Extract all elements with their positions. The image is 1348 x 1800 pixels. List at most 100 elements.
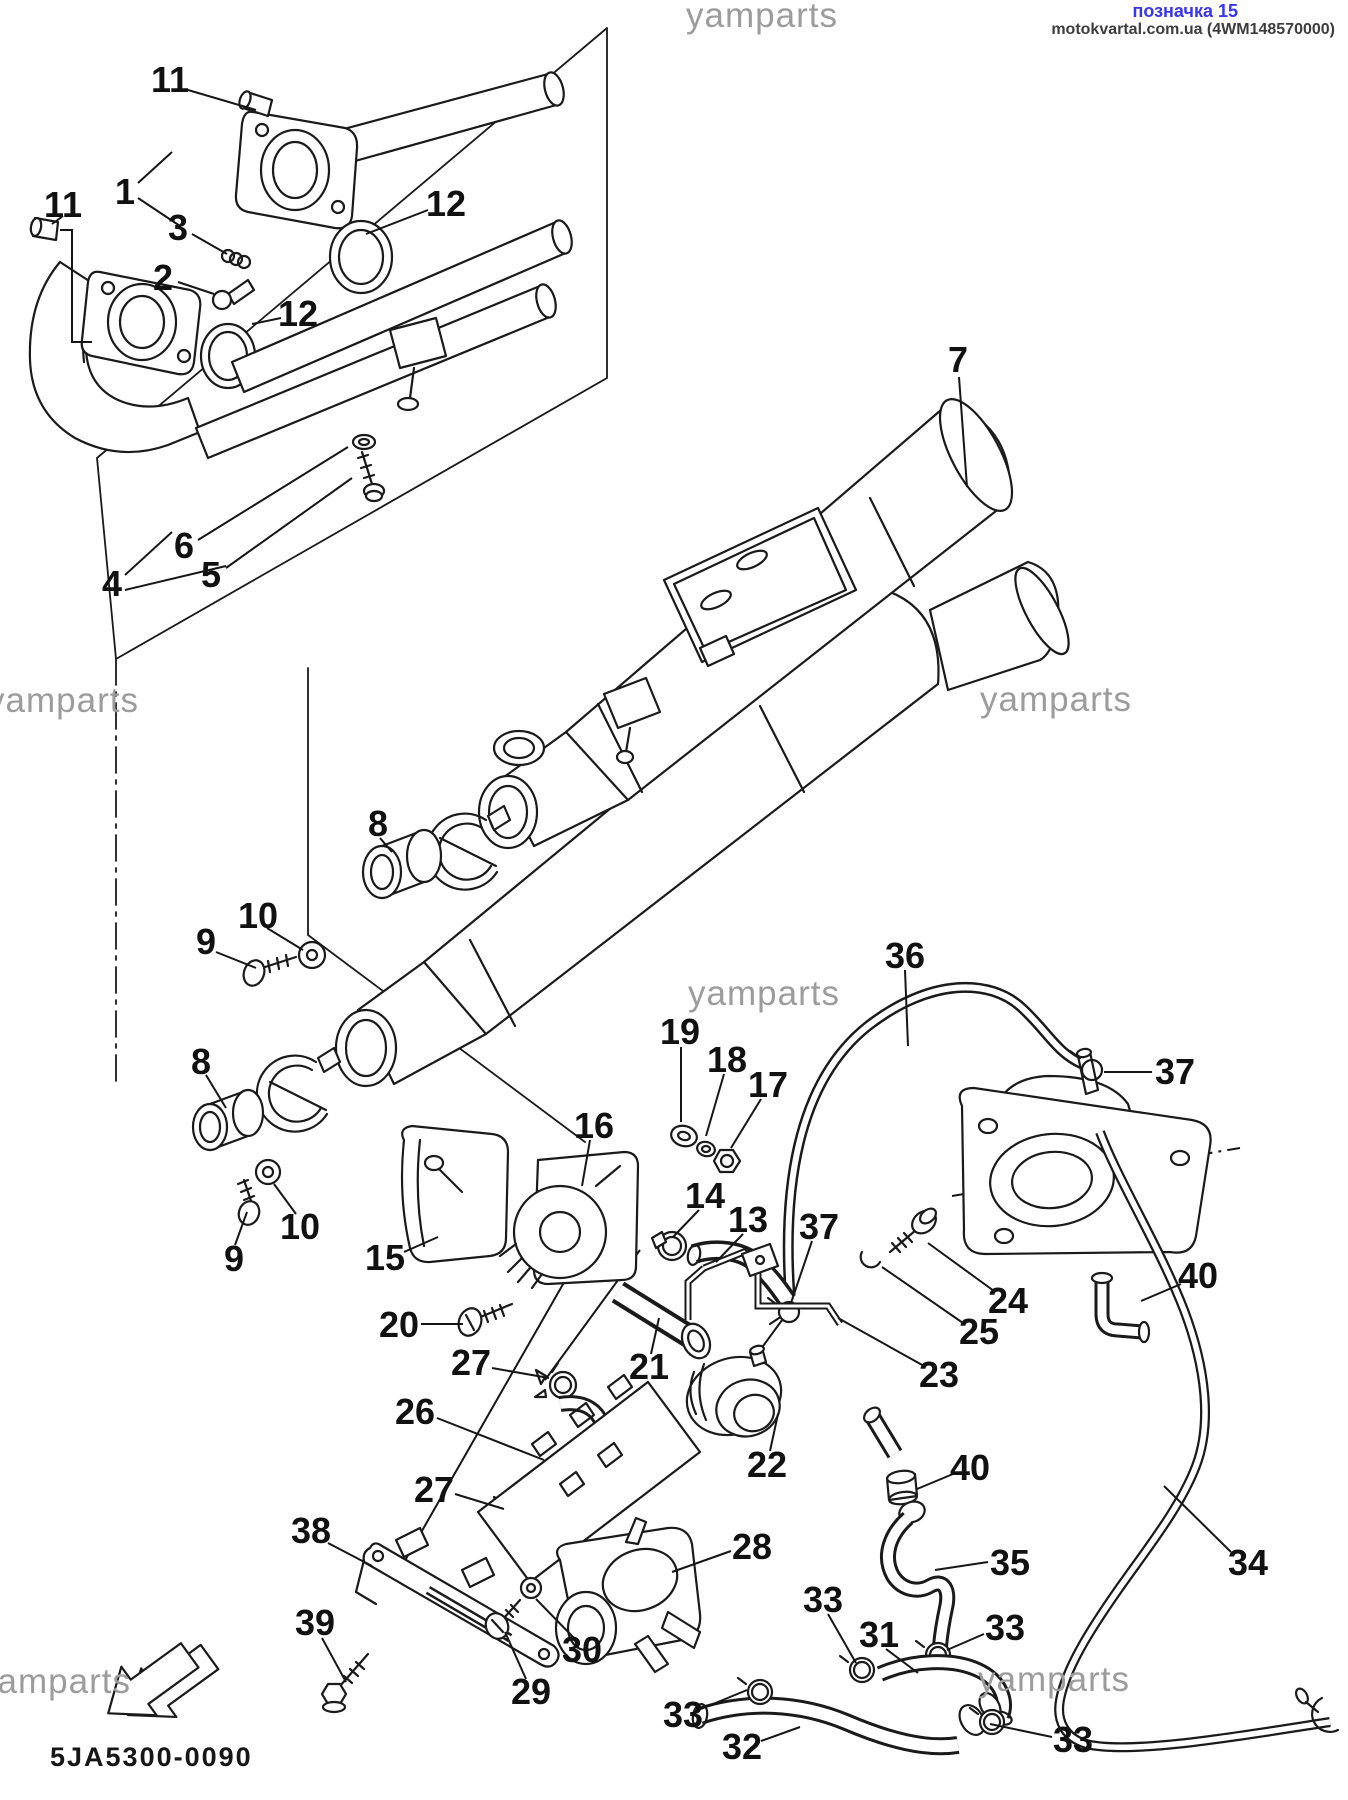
clamp-lower: [255, 1046, 342, 1133]
callout-1: 1: [114, 171, 136, 212]
screw-9-upper: [242, 953, 298, 987]
callout-15: 15: [364, 1237, 406, 1278]
callout-33: 33: [984, 1607, 1026, 1648]
screw-9-lower: [236, 1178, 261, 1226]
callout-34: 34: [1227, 1542, 1269, 1583]
clip-3: [220, 248, 252, 270]
screw-29: [484, 1598, 522, 1640]
watermark: yamparts: [980, 680, 1132, 719]
callout-3: 3: [167, 207, 189, 248]
fwd-arrow: [107, 1642, 220, 1719]
washer-18: [696, 1140, 716, 1158]
callout-22: 22: [746, 1444, 788, 1485]
callout-21: 21: [628, 1346, 670, 1387]
callout-16: 16: [573, 1105, 615, 1146]
washer-30: [519, 1576, 543, 1600]
pump-28: [554, 1516, 702, 1674]
callout-10: 10: [237, 895, 279, 936]
callout-33: 33: [1052, 1719, 1094, 1760]
callout-2: 2: [152, 257, 174, 298]
valve-22: [685, 1344, 783, 1438]
callout-29: 29: [510, 1671, 552, 1712]
callout-27: 27: [413, 1469, 455, 1510]
callout-40: 40: [949, 1447, 991, 1488]
callout-37: 37: [798, 1206, 840, 1247]
callout-10: 10: [279, 1206, 321, 1247]
washer-10-lower: [254, 1158, 282, 1186]
diagram-code: 5JA5300-0090: [50, 1742, 253, 1772]
callout-9: 9: [223, 1238, 245, 1279]
inset-frames: [96, 27, 608, 1143]
callout-8: 8: [367, 803, 389, 844]
callout-32: 32: [721, 1726, 763, 1767]
clamp-14: [650, 1230, 688, 1262]
pipe-23: [684, 1242, 843, 1326]
screw-20: [457, 1302, 514, 1337]
callout-38: 38: [290, 1510, 332, 1551]
intake-joint: [958, 1047, 1212, 1256]
callout-19: 19: [659, 1011, 701, 1052]
leader-lines: [51, 89, 1232, 1742]
callout-27: 27: [450, 1342, 492, 1383]
bolt-39: [320, 1652, 370, 1714]
callout-28: 28: [731, 1526, 773, 1567]
callout-18: 18: [706, 1039, 748, 1080]
callout-12: 12: [425, 183, 467, 224]
edge-clamp: [1295, 1687, 1340, 1733]
callout-33: 33: [802, 1579, 844, 1620]
bushing-8-lower: [191, 1088, 265, 1152]
clamp-33-d: [968, 1706, 1006, 1736]
callout-11: 11: [43, 184, 83, 225]
reed-valve-cover-15: [400, 1124, 510, 1264]
callout-40: 40: [1177, 1255, 1219, 1296]
nut-17: [712, 1148, 742, 1174]
callout-25: 25: [958, 1311, 1000, 1352]
callout-12: 12: [277, 293, 319, 334]
callout-20: 20: [378, 1304, 420, 1345]
watermark: yamparts: [688, 974, 840, 1013]
source-line: motokvartal.com.ua (4WM148570000): [1051, 21, 1335, 38]
clamp-33-a: [838, 1654, 876, 1684]
stay-plate: [476, 1373, 702, 1584]
callout-23: 23: [918, 1354, 960, 1395]
clamp-37-right: [1080, 1058, 1104, 1082]
washer-10-upper: [297, 940, 327, 970]
callout-33: 33: [662, 1694, 704, 1735]
watermark: yamparts: [978, 1660, 1130, 1699]
clamp-33-b: [736, 1676, 774, 1706]
callout-11: 11: [150, 59, 190, 100]
watermark: yamparts: [0, 681, 139, 720]
callout-31: 31: [858, 1614, 900, 1655]
bolt-5: [356, 450, 386, 503]
reed-valve-housing-16: [498, 1150, 640, 1290]
callout-36: 36: [884, 935, 926, 976]
callout-37: 37: [1154, 1051, 1196, 1092]
callout-13: 13: [727, 1199, 769, 1240]
callout-4: 4: [101, 563, 123, 604]
callout-14: 14: [684, 1175, 726, 1216]
callout-8: 8: [190, 1041, 212, 1082]
callout-5: 5: [200, 554, 222, 595]
callout-7: 7: [947, 339, 969, 380]
bushing-8-upper: [361, 828, 443, 900]
muffler-assembly: [191, 398, 1070, 1226]
callout-24: 24: [987, 1280, 1029, 1321]
callout-35: 35: [989, 1542, 1031, 1583]
clamp-27-upper: [533, 1361, 578, 1400]
callout-9: 9: [195, 921, 217, 962]
washer-6: [351, 433, 377, 451]
watermark: yamparts: [0, 1662, 131, 1701]
air-induction-assembly: [320, 981, 1340, 1756]
callout-39: 39: [294, 1602, 336, 1643]
screw-24: [888, 1207, 937, 1254]
washer-25: [859, 1250, 882, 1269]
heat-shield: [662, 506, 858, 668]
watermark: yamparts: [686, 0, 838, 35]
callout-30: 30: [561, 1629, 603, 1670]
elbow-40-upper: [1090, 1271, 1151, 1344]
exhaust-header-assembly: [28, 71, 573, 503]
washer-19: [670, 1124, 698, 1148]
callout-26: 26: [394, 1391, 436, 1432]
